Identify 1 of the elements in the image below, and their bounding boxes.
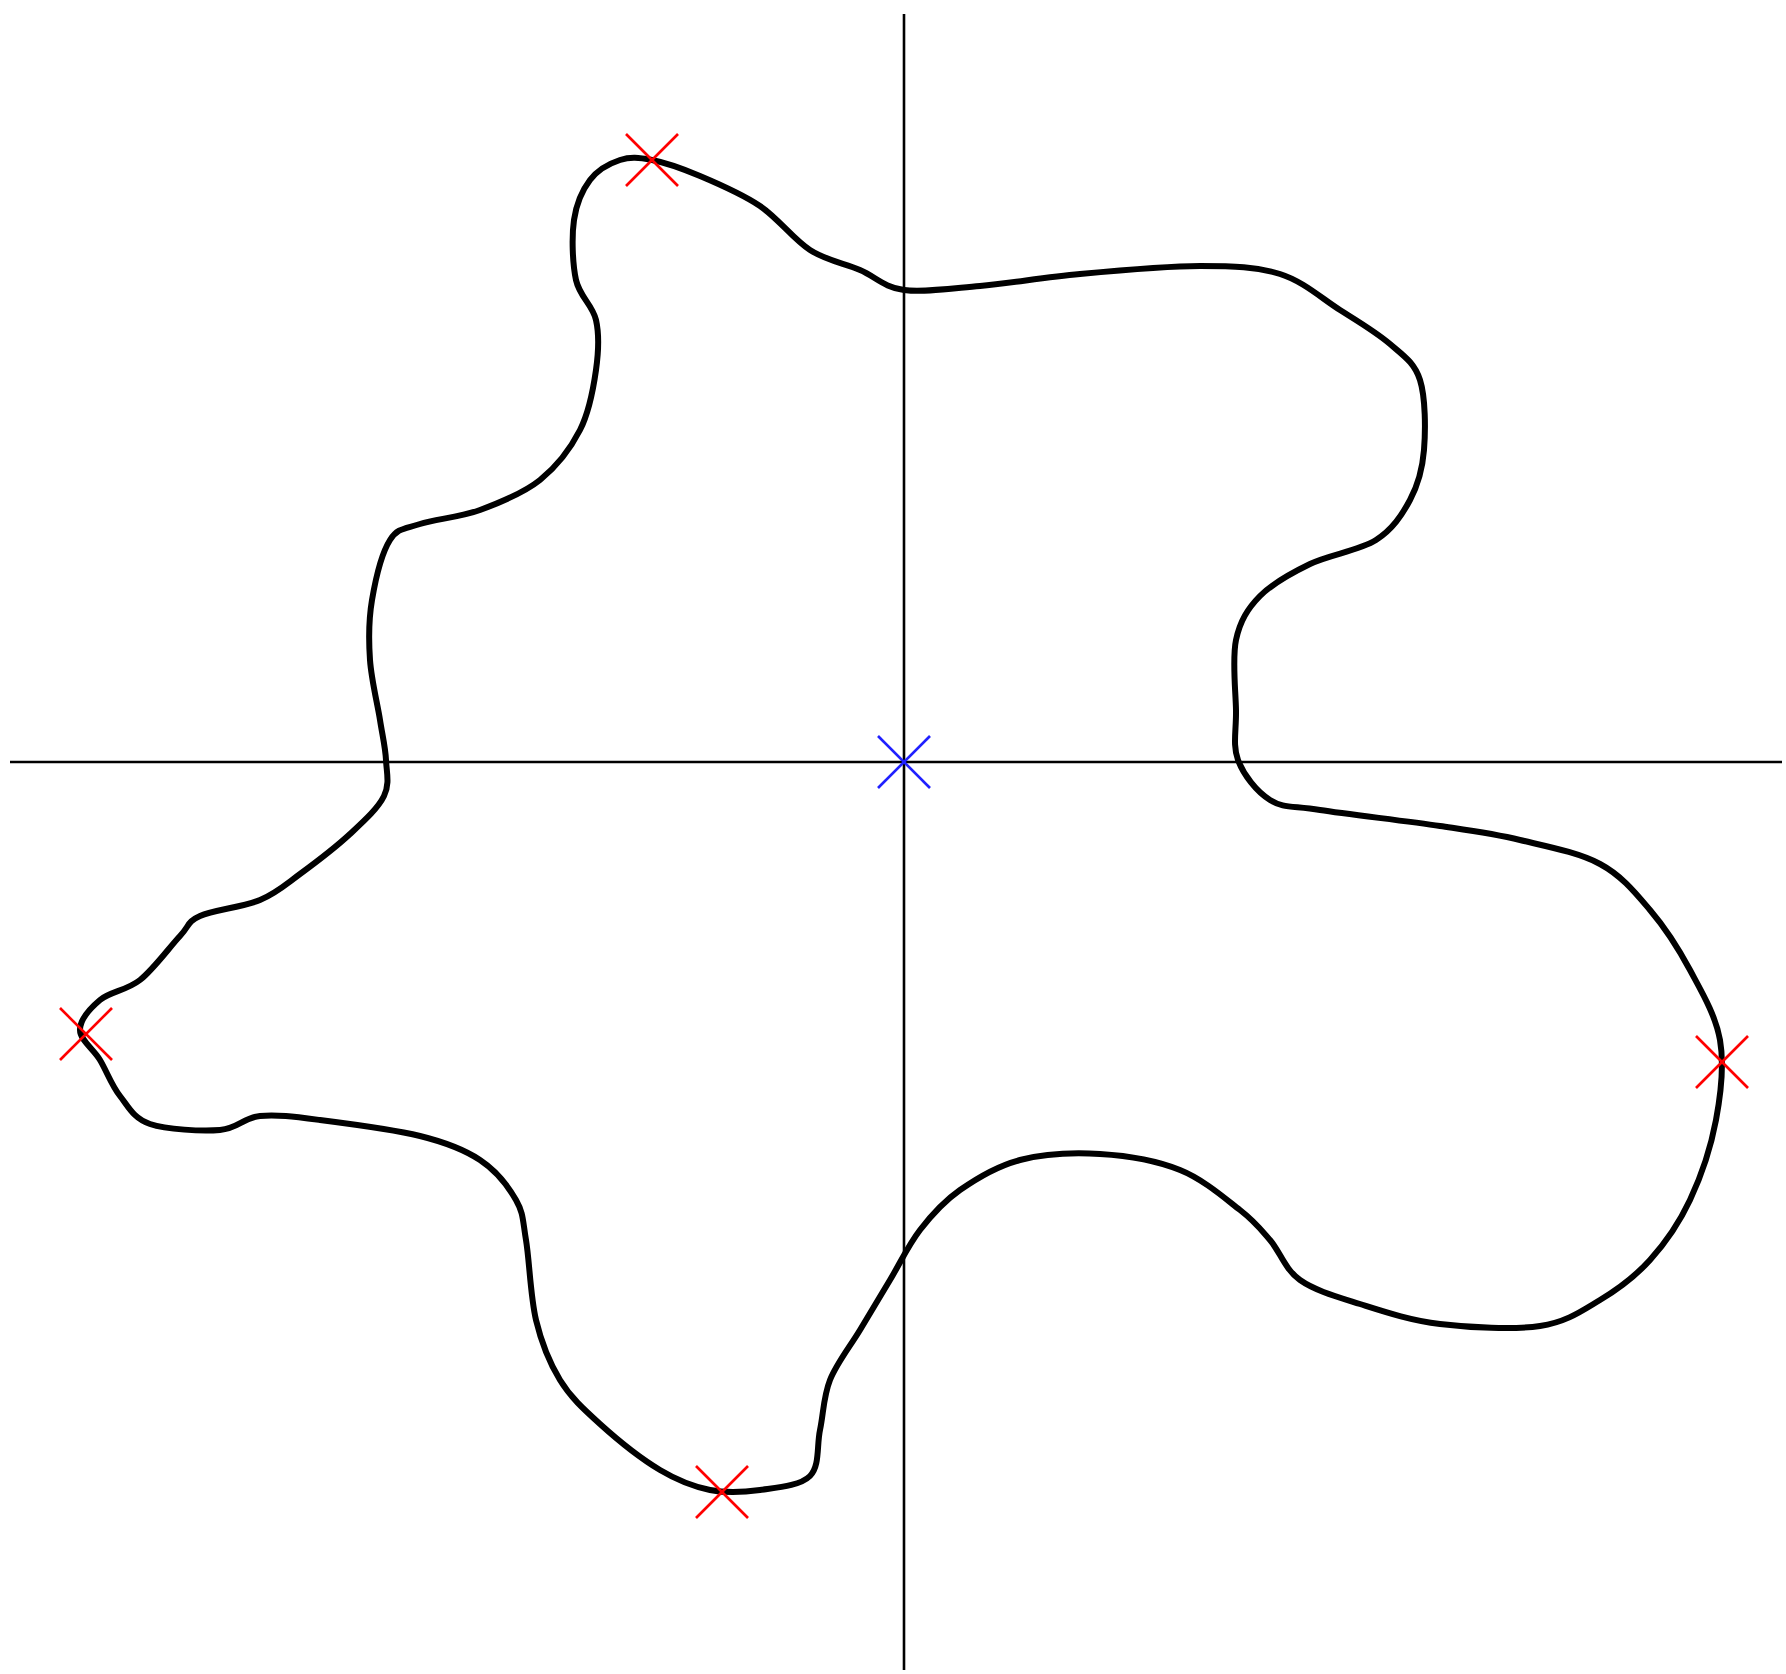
closed-curve	[77, 154, 1726, 1496]
